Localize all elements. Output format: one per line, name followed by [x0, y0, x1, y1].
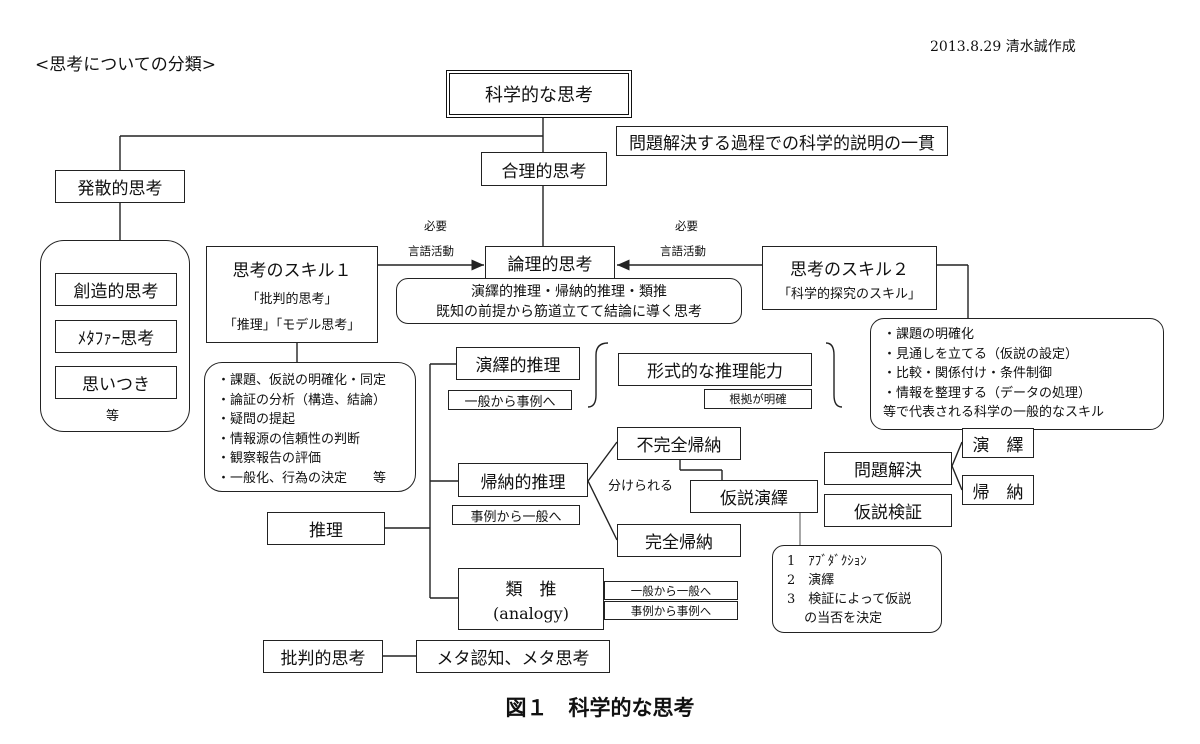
divided-label: 分けられる — [608, 479, 674, 494]
skill1-list: ・課題、仮説の明確化・同定 ・論証の分析（構造、結論） ・疑問の提起 ・情報源の… — [204, 362, 416, 492]
date-author: 2013.8.29 清水誠作成 — [930, 39, 1076, 55]
skill2-node: 思考のスキル２ 「科学的探究のスキル」 — [762, 246, 937, 310]
creative-thinking-node: 創造的思考 — [55, 273, 177, 306]
skill1-list-item: ・情報源の信頼性の判断 — [217, 431, 361, 447]
skill1-list-item: ・疑問の提起 — [217, 412, 296, 427]
skill2-list-item: 等で代表される科学の一般的なスキル — [883, 405, 1105, 420]
scientific-thinking-node: 科学的な思考 — [446, 70, 632, 118]
hd-steps: 1 ｱﾌﾞﾀﾞｸｼｮﾝ 2 演繹 3 検証によって仮説 の当否を決定 — [772, 545, 942, 633]
skill1-list-item: ・一般化、行為の決定 等 — [217, 470, 387, 486]
hypothetico-deductive-node: 仮説演繹 — [690, 480, 818, 513]
logical-thinking-node: 論理的思考 — [485, 246, 615, 279]
hypothesis-testing-node: 仮説検証 — [824, 494, 952, 527]
need-left: 必要 — [424, 219, 447, 233]
incomplete-induction-node: 不完全帰納 — [617, 427, 741, 460]
hd-step: 2 演繹 — [787, 573, 835, 588]
language-right: 言語活動 — [660, 244, 706, 258]
hd-step: 1 ｱﾌﾞﾀﾞｸｼｮﾝ — [787, 554, 867, 569]
case-to-case: 事例から事例へ — [604, 601, 738, 620]
analogy-line2: (analogy) — [493, 604, 569, 623]
need-right: 必要 — [675, 219, 698, 233]
metacognition-node: メタ認知、メタ思考 — [416, 640, 610, 673]
skill1-title: 思考のスキル１ — [232, 261, 352, 282]
induction-node: 帰 納 — [962, 475, 1034, 505]
reasoning-node: 推理 — [267, 512, 385, 545]
skill1-list-item: ・課題、仮説の明確化・同定 — [217, 373, 387, 388]
analogy-line1: 類 推 — [505, 580, 557, 600]
classification-title: <思考についての分類> — [35, 55, 216, 75]
skill2-list: ・課題の明確化 ・見通しを立てる（仮説の設定） ・比較・関係付け・条件制御 ・情… — [870, 318, 1164, 430]
general-to-case: 一般から事例へ — [448, 390, 572, 410]
deductive-reasoning-node: 演繹的推理 — [456, 347, 580, 380]
general-to-general: 一般から一般へ — [604, 581, 738, 600]
case-to-general: 事例から一般へ — [452, 505, 580, 525]
basis-clear: 根拠が明確 — [704, 389, 812, 409]
skill2-sub: 「科学的探究のスキル」 — [777, 286, 921, 302]
skill1-sub1: 「批判的思考」 — [246, 291, 338, 307]
skill1-list-item: ・論証の分析（構造、結論） — [217, 392, 387, 408]
skill1-list-item: ・観察報告の評価 — [217, 451, 322, 466]
logical-desc-line1: 演繹的推理・帰納的推理・類推 — [471, 284, 667, 300]
hd-step: 3 検証によって仮説 — [787, 592, 912, 607]
complete-induction-node: 完全帰納 — [617, 524, 741, 557]
figure-caption: 図１ 科学的な思考 — [505, 696, 695, 720]
logical-desc: 演繹的推理・帰納的推理・類推 既知の前提から筋道立てて結論に導く思考 — [396, 278, 742, 324]
inductive-reasoning-node: 帰納的推理 — [458, 463, 588, 497]
skill2-title: 思考のスキル２ — [790, 259, 909, 280]
logical-desc-line2: 既知の前提から筋道立てて結論に導く思考 — [436, 304, 702, 320]
formal-reasoning-node: 形式的な推理能力 — [618, 353, 812, 386]
skill2-list-item: ・見通しを立てる（仮説の設定） — [883, 346, 1079, 362]
language-left: 言語活動 — [408, 244, 454, 258]
divergent-thinking-node: 発散的思考 — [55, 170, 185, 203]
critical-thinking-node: 批判的思考 — [263, 640, 383, 673]
metaphor-thinking-node: ﾒﾀﾌｧｰ思考 — [55, 320, 177, 353]
skill1-sub2: 「推理」「モデル思考」 — [223, 317, 361, 333]
rational-thinking-node: 合理的思考 — [481, 152, 607, 186]
analogy-node: 類 推 (analogy) — [458, 568, 604, 630]
skill2-list-item: ・情報を整理する（データの処理） — [883, 385, 1092, 401]
hd-step: の当否を決定 — [787, 611, 883, 626]
etc-label: 等 — [106, 409, 120, 424]
inspiration-node: 思いつき — [55, 366, 177, 399]
problem-solving-node: 問題解決 — [824, 452, 952, 485]
skill2-list-item: ・比較・関係付け・条件制御 — [883, 366, 1053, 381]
consistency-note: 問題解決する過程での科学的説明の一貫 — [616, 126, 948, 156]
deduction-node: 演 繹 — [962, 428, 1034, 458]
skill1-node: 思考のスキル１ 「批判的思考」 「推理」「モデル思考」 — [206, 246, 378, 343]
skill2-list-item: ・課題の明確化 — [883, 327, 975, 342]
